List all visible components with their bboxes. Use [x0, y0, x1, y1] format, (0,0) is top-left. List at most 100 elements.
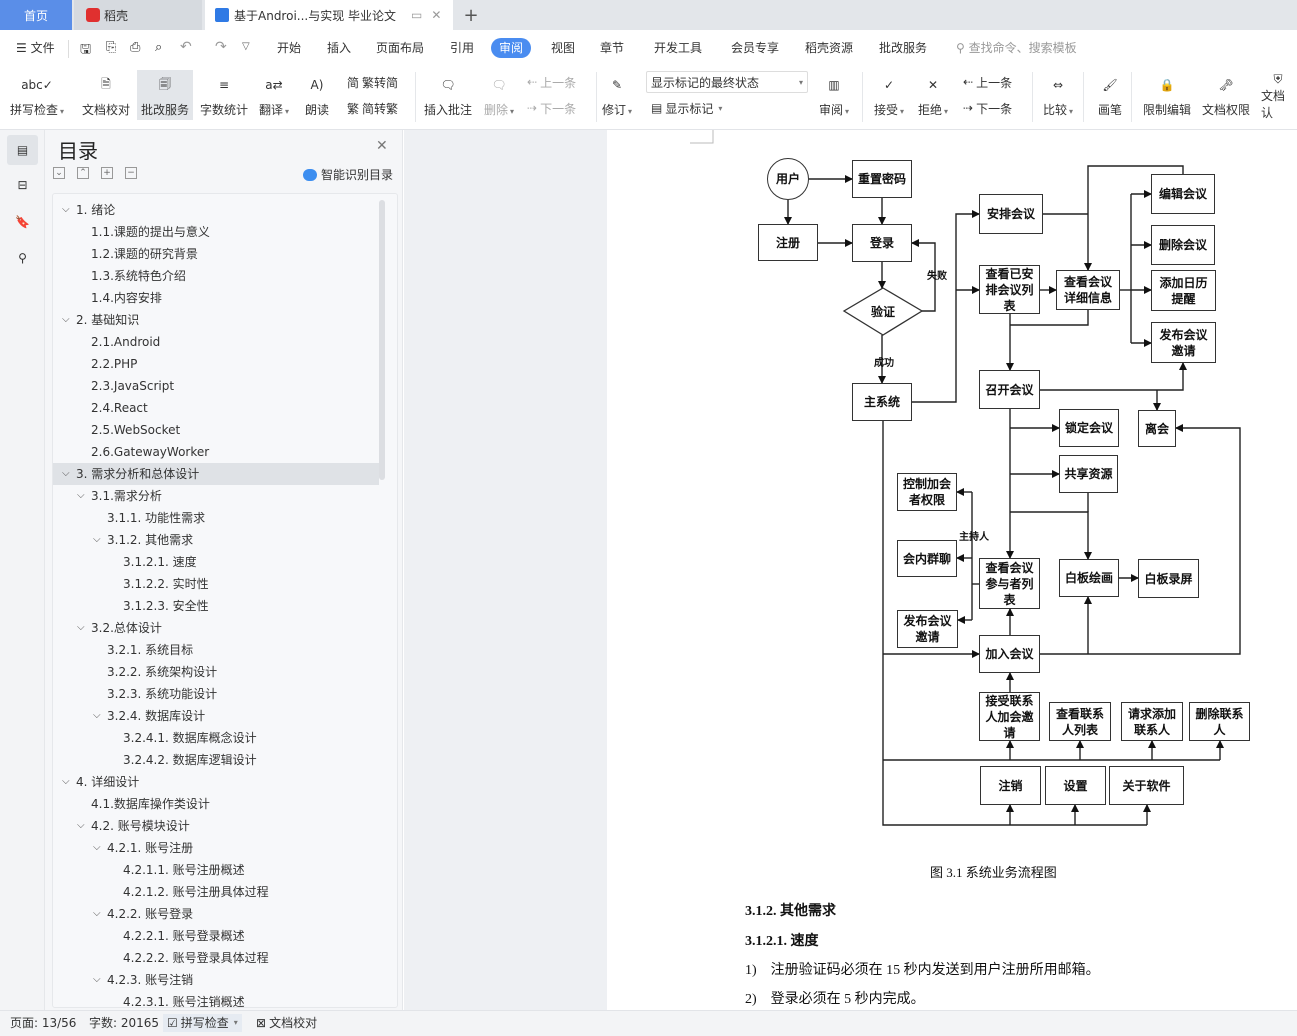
traditional-to-simplified-button[interactable]: 简繁转简 [347, 73, 398, 91]
toc-item[interactable]: 3.2.2. 系统架构设计 [53, 661, 379, 683]
restrict-editing-button[interactable]: 🔒限制编辑 [1141, 70, 1193, 120]
page-indicator[interactable]: 页面: 13/56 [10, 1016, 77, 1030]
toc-item[interactable]: 2.4.React [53, 397, 379, 419]
proofread-button[interactable]: 🗎文档校对 [80, 70, 132, 120]
toc-item[interactable]: ⌵4.2.2. 账号登录 [53, 903, 379, 925]
expand-all-icon[interactable]: + [101, 167, 113, 179]
translate-button[interactable]: a⇄翻译▾ [257, 70, 291, 120]
word-count[interactable]: 字数: 20165 [89, 1016, 160, 1030]
chevron-down-icon[interactable]: ⌵ [77, 622, 85, 633]
chevron-down-icon[interactable]: ⌵ [62, 468, 70, 479]
toc-item[interactable]: 2.1.Android [53, 331, 379, 353]
toc-item[interactable]: 3.2.1. 系统目标 [53, 639, 379, 661]
next-change-button[interactable]: ⇢下一条 [963, 99, 1012, 117]
chevron-down-icon[interactable]: ⌵ [93, 842, 101, 853]
undo-icon[interactable]: ↶ [180, 39, 192, 55]
toc-item[interactable]: 2.5.WebSocket [53, 419, 379, 441]
toc-item[interactable]: 4.2.1.2. 账号注册具体过程 [53, 881, 379, 903]
next-comment-button[interactable]: ⇢下一条 [527, 99, 576, 117]
chapter-nav-icon[interactable]: ⊟ [17, 178, 28, 192]
spell-check-button[interactable]: abc✓拼写检查▾ [8, 70, 66, 120]
file-menu[interactable]: ☰ 文件 [10, 38, 61, 58]
chevron-down-icon[interactable]: ⌵ [93, 908, 101, 919]
chevron-down-icon[interactable]: ⌵ [62, 314, 70, 325]
export-icon[interactable]: ⎘ [106, 40, 117, 55]
toc-item[interactable]: 3.1.2.1. 速度 [53, 551, 379, 573]
accept-button[interactable]: ✓接受▾ [872, 70, 906, 120]
menu-member[interactable]: 会员专享 [731, 41, 780, 55]
menu-chapter[interactable]: 章节 [600, 41, 625, 55]
tab-daoke[interactable]: 稻壳 [74, 0, 202, 30]
word-count-button[interactable]: ≡字数统计 [198, 70, 250, 120]
toc-item[interactable]: 4.2.2.2. 账号登录具体过程 [53, 947, 379, 969]
menu-view[interactable]: 视图 [551, 41, 576, 55]
reject-button[interactable]: ✕拒绝▾ [916, 70, 950, 120]
toc-item[interactable]: ⌵3.2.总体设计 [53, 617, 379, 639]
command-search[interactable]: ⚲ 查找命令、搜索模板 [950, 38, 1083, 58]
previous-change-button[interactable]: ⇠上一条 [963, 73, 1012, 91]
new-tab-button[interactable]: + [463, 4, 479, 26]
compare-button[interactable]: ⇔比较▾ [1041, 70, 1075, 120]
toc-item[interactable]: ⌵3. 需求分析和总体设计 [53, 463, 379, 485]
toc-item[interactable]: ⌵3.1.2. 其他需求 [53, 529, 379, 551]
tab-document[interactable]: 基于Androi...与实现 毕业论文 ▭ ✕ [205, 0, 453, 30]
review-service-button[interactable]: 🗐批改服务 [137, 70, 193, 120]
toc-item[interactable]: 4.1.数据库操作类设计 [53, 793, 379, 815]
toc-item[interactable]: 1.3.系统特色介绍 [53, 265, 379, 287]
menu-daoke-resources[interactable]: 稻壳资源 [805, 41, 854, 55]
toc-scrollbar[interactable] [379, 200, 385, 480]
menu-developer[interactable]: 开发工具 [654, 41, 703, 55]
toc-item[interactable]: 3.2.4.1. 数据库概念设计 [53, 727, 379, 749]
chevron-down-icon[interactable]: ⌵ [62, 776, 70, 787]
find-icon[interactable]: ⚲ [18, 251, 27, 265]
toc-item[interactable]: 4.2.1.1. 账号注册概述 [53, 859, 379, 881]
toc-item[interactable]: ⌵4.2. 账号模块设计 [53, 815, 379, 837]
smart-toc-button[interactable]: 智能识别目录 [303, 166, 393, 183]
toc-item[interactable]: 3.1.2.2. 实时性 [53, 573, 379, 595]
read-aloud-button[interactable]: A)朗读 [302, 70, 332, 120]
save-icon[interactable]: 🖫 [80, 42, 92, 57]
review-pane-button[interactable]: ▥审阅▾ [817, 70, 851, 120]
toc-item[interactable]: ⌵4. 详细设计 [53, 771, 379, 793]
menu-layout[interactable]: 页面布局 [376, 41, 425, 55]
collapse-up-icon[interactable]: ⌃ [77, 167, 89, 179]
delete-comment-button[interactable]: 🗨删除▾ [482, 70, 516, 120]
bookmark-icon[interactable]: 🔖 [15, 215, 30, 229]
menu-start[interactable]: 开始 [277, 41, 302, 55]
close-tab-icon[interactable]: ✕ [431, 8, 442, 22]
menu-references[interactable]: 引用 [450, 41, 475, 55]
toc-item[interactable]: ⌵1. 绪论 [53, 199, 379, 221]
chevron-down-icon[interactable]: ⌵ [77, 820, 85, 831]
document-certification-button[interactable]: ⛨文档认 [1259, 70, 1297, 120]
redo-icon[interactable]: ↷ [215, 39, 227, 55]
show-markup-button[interactable]: ▤显示标记▾ [651, 101, 723, 116]
pen-button[interactable]: 🖌画笔 [1095, 70, 1125, 120]
toc-item[interactable]: ⌵4.2.1. 账号注册 [53, 837, 379, 859]
markup-state-select[interactable]: 显示标记的最终状态▾ [646, 71, 808, 93]
menu-review-service[interactable]: 批改服务 [879, 41, 928, 55]
toc-item[interactable]: ⌵2. 基础知识 [53, 309, 379, 331]
toc-item[interactable]: 3.2.3. 系统功能设计 [53, 683, 379, 705]
chevron-down-icon[interactable]: ⌵ [77, 490, 85, 501]
toc-item[interactable]: 1.4.内容安排 [53, 287, 379, 309]
chevron-down-icon[interactable]: ⌵ [62, 204, 70, 215]
print-icon[interactable]: ⎙ [130, 40, 141, 55]
simplified-to-traditional-button[interactable]: 繁简转繁 [347, 99, 398, 117]
toc-item[interactable]: 2.6.GatewayWorker [53, 441, 379, 463]
toc-item[interactable]: 4.2.3.1. 账号注销概述 [53, 991, 379, 1007]
close-icon[interactable]: ✕ [376, 138, 388, 154]
status-spell-check[interactable]: ☑拼写检查▾ [163, 1014, 242, 1032]
track-changes-button[interactable]: ✎修订▾ [600, 70, 634, 120]
toc-item[interactable]: 4.2.2.1. 账号登录概述 [53, 925, 379, 947]
toc-item[interactable]: ⌵3.2.4. 数据库设计 [53, 705, 379, 727]
status-proofread[interactable]: ⊠文档校对 [256, 1014, 317, 1032]
collapse-all-icon[interactable]: − [125, 167, 137, 179]
print-preview-icon[interactable]: ⌕ [155, 40, 163, 55]
toc-item[interactable]: ⌵3.1.需求分析 [53, 485, 379, 507]
toc-item[interactable]: 2.2.PHP [53, 353, 379, 375]
menu-insert[interactable]: 插入 [327, 41, 352, 55]
chevron-down-icon[interactable]: ⌵ [93, 974, 101, 985]
toc-item[interactable]: 2.3.JavaScript [53, 375, 379, 397]
toc-item[interactable]: 3.1.2.3. 安全性 [53, 595, 379, 617]
toc-item[interactable]: ⌵4.2.3. 账号注销 [53, 969, 379, 991]
